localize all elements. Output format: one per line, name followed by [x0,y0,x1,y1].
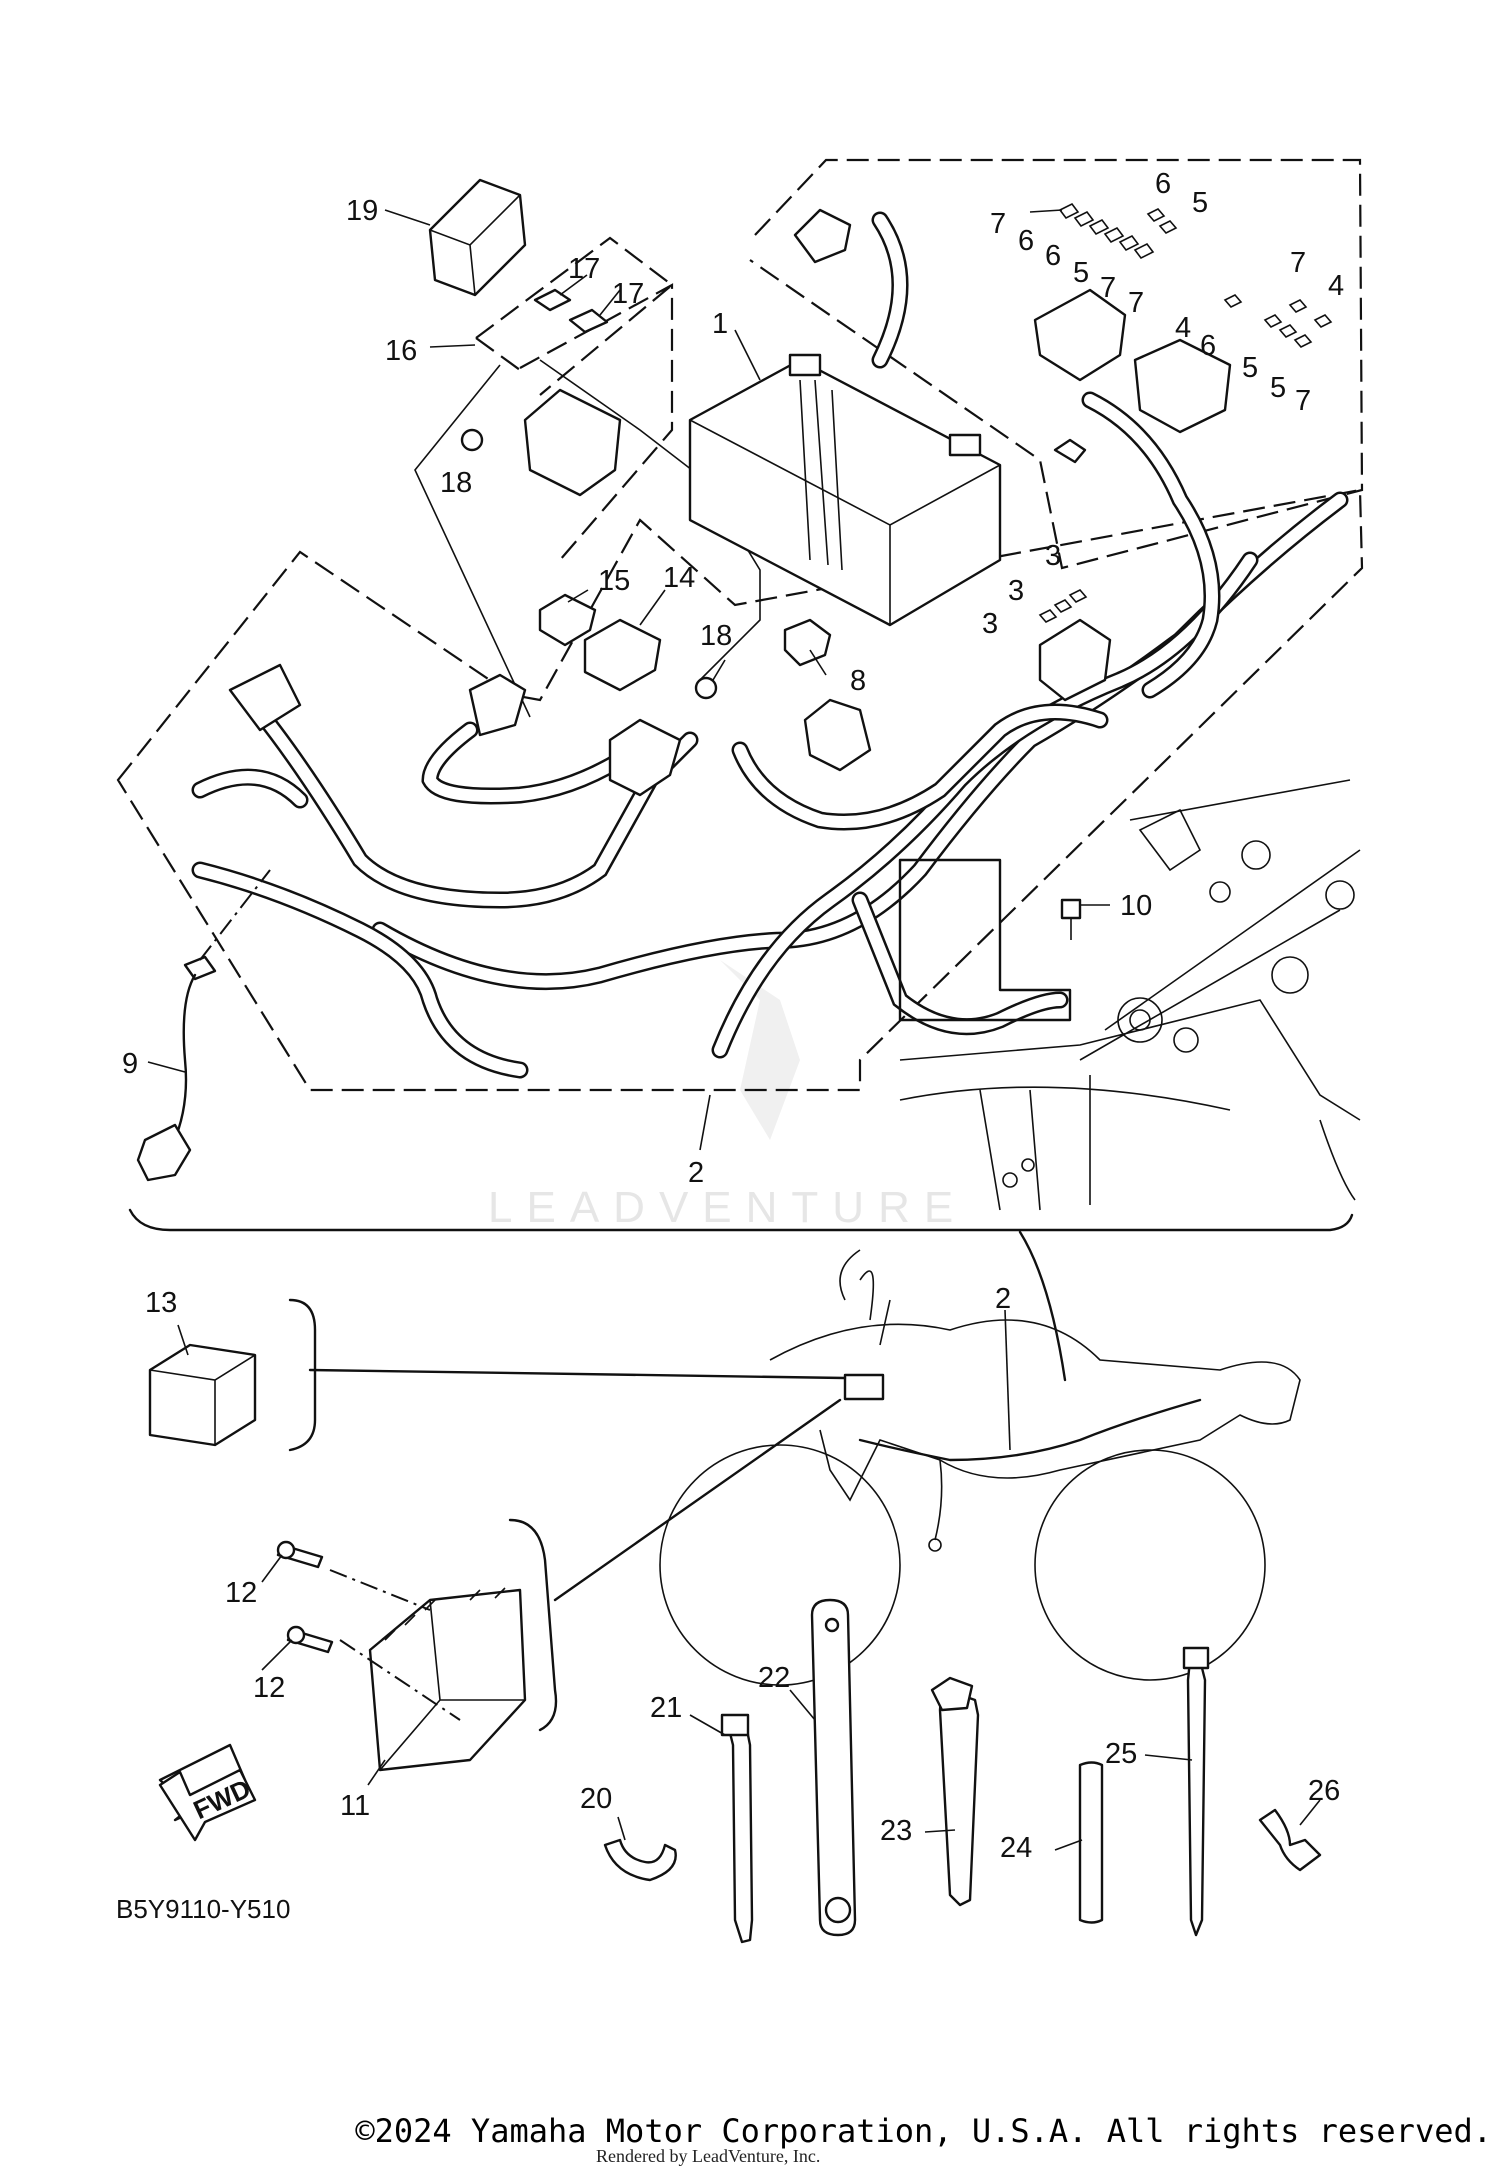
section-divider [128,1208,1354,1232]
callout-16: 16 [385,335,417,367]
callout-13: 13 [145,1287,177,1319]
callout-5: 5 [1270,372,1286,404]
callout-26: 26 [1308,1775,1340,1807]
callout-5: 5 [1192,187,1208,219]
callout-14: 14 [663,562,695,594]
callout-15: 15 [598,565,630,597]
callout-6: 6 [1018,225,1034,257]
callout-5: 5 [1242,352,1258,384]
watermark-text: LEADVENTURE [488,1183,967,1232]
callout-1: 1 [712,308,728,340]
callout-7: 7 [990,208,1006,240]
part-15-fuse [538,593,597,647]
callout-4: 4 [1175,312,1191,344]
callout-18: 18 [440,467,472,499]
callout-22: 22 [758,1662,790,1694]
part-17-fuse [533,288,572,312]
part-11-regulator[interactable] [329,1518,558,1772]
part-22-strap [810,1598,857,1937]
callout-9: 9 [122,1048,138,1080]
callout-5: 5 [1073,257,1089,289]
diagram-code: B5Y9110-Y510 [116,1894,290,1924]
rendered-by-note: Rendered by LeadVenture, Inc. [596,2146,821,2166]
wire-harness [191,211,1349,1079]
part-8-connector [783,618,832,667]
part-1-ecu[interactable] [688,353,1002,627]
callout-4: 4 [1328,270,1344,302]
part-13-relay[interactable] [148,1298,317,1452]
callout-6: 6 [1200,330,1216,362]
callout-23: 23 [880,1815,912,1847]
lower-leader-lines [177,1309,1321,1851]
callout-8: 8 [850,665,866,697]
motorcycle-overview [308,1249,1301,1686]
callout-19: 19 [346,195,378,227]
callout-numbers: 1 2 2 3 3 3 4 4 5 5 5 5 6 6 6 6 7 7 7 7 … [122,168,1344,1864]
part-25-tie [1186,1658,1207,1937]
callout-10: 10 [1120,890,1152,922]
callout-17: 17 [568,253,600,285]
callout-3: 3 [1045,540,1061,572]
part-18-plug [460,428,484,452]
upper-leader-lines [147,209,1110,1151]
callout-25: 25 [1105,1738,1137,1770]
leadventure-watermark: LEADVENTURE [488,960,967,1232]
callout-24: 24 [1000,1832,1032,1864]
part-20-clamp [603,1838,677,1882]
ground-bracket-leader [898,858,1072,1022]
part-24-tube [1078,1761,1104,1924]
callout-7: 7 [1295,385,1311,417]
relay-outline [475,236,674,561]
callout-20: 20 [580,1783,612,1815]
ecu-outline [749,158,1364,570]
part-21-tie [726,1718,754,1944]
callout-11: 11 [340,1790,370,1822]
relay-parts [228,178,1082,940]
part-26-clamp [1258,1808,1322,1872]
part-17-fuse-b [568,308,609,334]
callout-3: 3 [1008,575,1024,607]
callout-7: 7 [1290,247,1306,279]
callout-3: 3 [982,608,998,640]
callout-6: 6 [1045,240,1061,272]
part-16-relay [523,388,622,497]
part-12-bolts[interactable] [276,1540,334,1654]
callout-6: 6 [1155,168,1171,200]
upper-exploded-view [116,158,1364,1382]
part-14-relay [583,618,662,692]
part-18-plug-b [694,676,718,700]
callout-7: 7 [1100,272,1116,304]
callout-21: 21 [650,1692,682,1724]
callout-12: 12 [225,1577,257,1609]
ecu-connectors [793,208,1232,702]
harness-outline [116,488,1364,1092]
callout-7: 7 [1128,287,1144,319]
copyright-notice: ©2024 Yamaha Motor Corporation, U.S.A. A… [355,2112,1492,2150]
callout-2: 2 [995,1283,1011,1315]
lower-parts [603,1598,1322,1944]
part-10-bolt [1060,898,1082,920]
callout-2: 2 [688,1157,704,1189]
part-9-sensor[interactable] [136,869,271,1182]
terminal-clusters [1038,202,1333,623]
callout-18: 18 [700,620,732,652]
callout-12: 12 [253,1672,285,1704]
callout-17: 17 [612,278,644,310]
frame-section [899,779,1361,1211]
part-23-band [938,1691,980,1907]
fwd-arrow-icon: FWD [158,1743,257,1842]
